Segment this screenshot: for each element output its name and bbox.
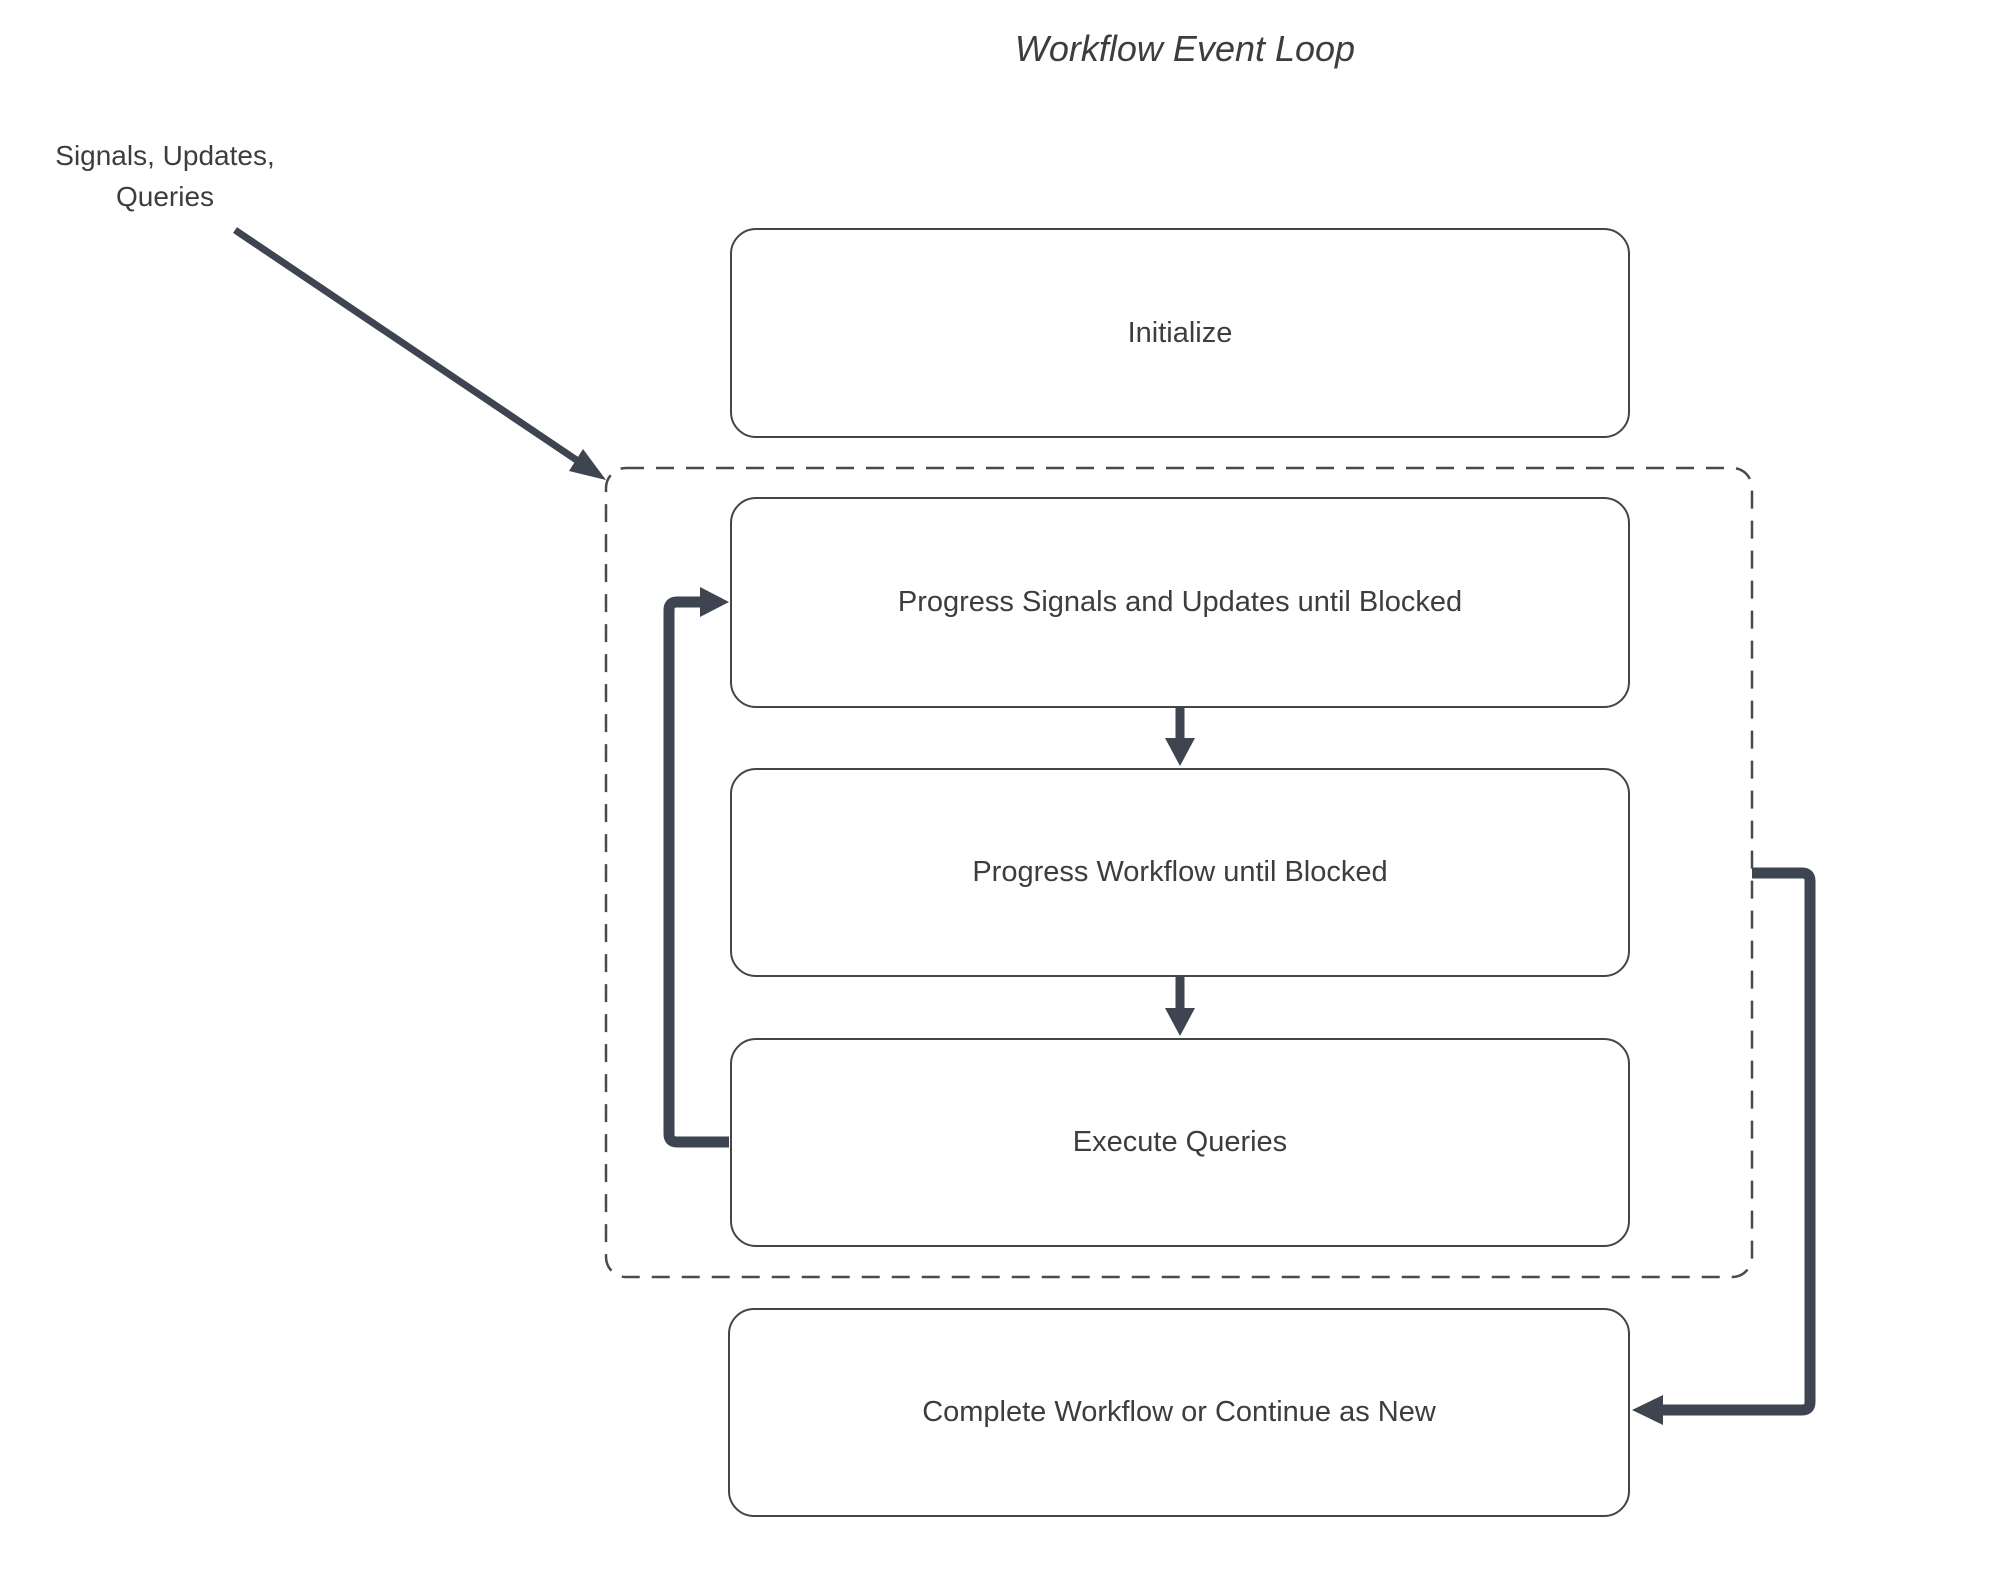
signals-diagonal-arrow-line: [233, 227, 580, 464]
node-complete-workflow: Complete Workflow or Continue as New: [728, 1308, 1630, 1517]
loopback-arrowhead-icon: [700, 587, 729, 617]
node-progress-signals-updates: Progress Signals and Updates until Block…: [730, 497, 1630, 708]
down-arrow-2-head-icon: [1165, 1008, 1195, 1036]
diagram-title: Workflow Event Loop: [1014, 28, 1356, 69]
loopback-arrow-line: [663, 596, 729, 1148]
node-progress-signals-updates-label: Progress Signals and Updates until Block…: [897, 586, 1463, 618]
node-progress-workflow: Progress Workflow until Blocked: [730, 768, 1630, 977]
node-progress-workflow-label: Progress Workflow until Blocked: [972, 856, 1388, 888]
complete-arrow-line: [1662, 867, 1816, 1416]
node-initialize-label: Initialize: [1127, 316, 1233, 349]
node-execute-queries: Execute Queries: [730, 1038, 1630, 1247]
signals-updates-queries-label: Signals, Updates, Queries: [55, 140, 275, 212]
event-loop-group-border: [604, 466, 1754, 1279]
node-execute-queries-label: Execute Queries: [1072, 1126, 1288, 1158]
complete-arrowhead-icon: [1632, 1395, 1663, 1425]
node-initialize: Initialize: [730, 228, 1630, 438]
node-complete-workflow-label: Complete Workflow or Continue as New: [922, 1396, 1436, 1428]
down-arrow-1-head-icon: [1165, 738, 1195, 766]
signals-diagonal-arrowhead-icon: [569, 449, 606, 480]
